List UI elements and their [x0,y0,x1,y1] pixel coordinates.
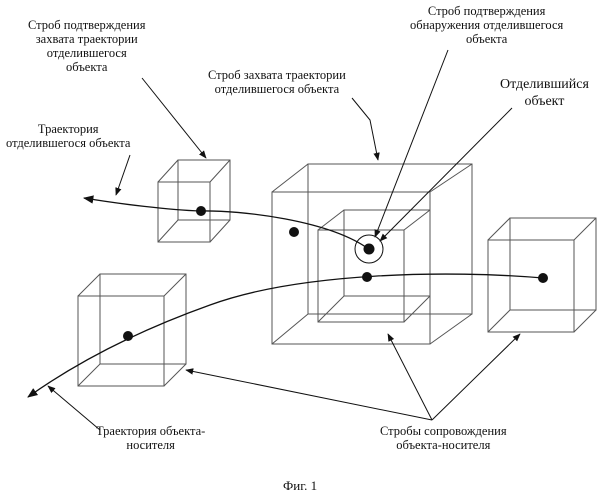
leader-trajectory-carrier [48,386,100,430]
leader-tracking-3 [432,334,520,420]
point-carrier-3 [123,331,133,341]
leader-tracking-1 [186,370,432,420]
point-separated-1 [196,206,206,216]
leader-trajectory-separated [116,155,130,195]
leader-tracking-2 [388,334,432,420]
leader-capture-strobe [352,98,378,160]
cube-capture-strobe [272,164,472,344]
cube-inner-tracking [318,210,430,322]
label-strobe-confirm-capture: Строб подтверждения захвата траектории о… [28,18,145,74]
label-tracking-strobes: Стробы сопровождения объекта-носителя [380,424,507,452]
cube-capture-confirm [158,160,230,242]
trajectory-points [123,206,548,341]
point-separated-2 [289,227,299,237]
label-strobe-capture: Строб захвата траектории отделившегося о… [208,68,346,96]
cube-left-bottom [78,274,186,386]
label-trajectory-carrier: Траектория объекта- носителя [96,424,205,452]
figure-caption: Фиг. 1 [283,478,317,494]
leader-capture-confirm [142,78,206,158]
label-separated-object: Отделившийся объект [500,76,589,110]
label-strobe-confirm-detect: Строб подтверждения обнаружения отделивш… [410,4,563,46]
point-separated-object [364,244,375,255]
point-carrier-2 [362,272,372,282]
trajectory-carrier-object [28,274,543,397]
label-trajectory-separated: Траектория отделившегося объекта [6,122,130,150]
point-carrier-1 [538,273,548,283]
